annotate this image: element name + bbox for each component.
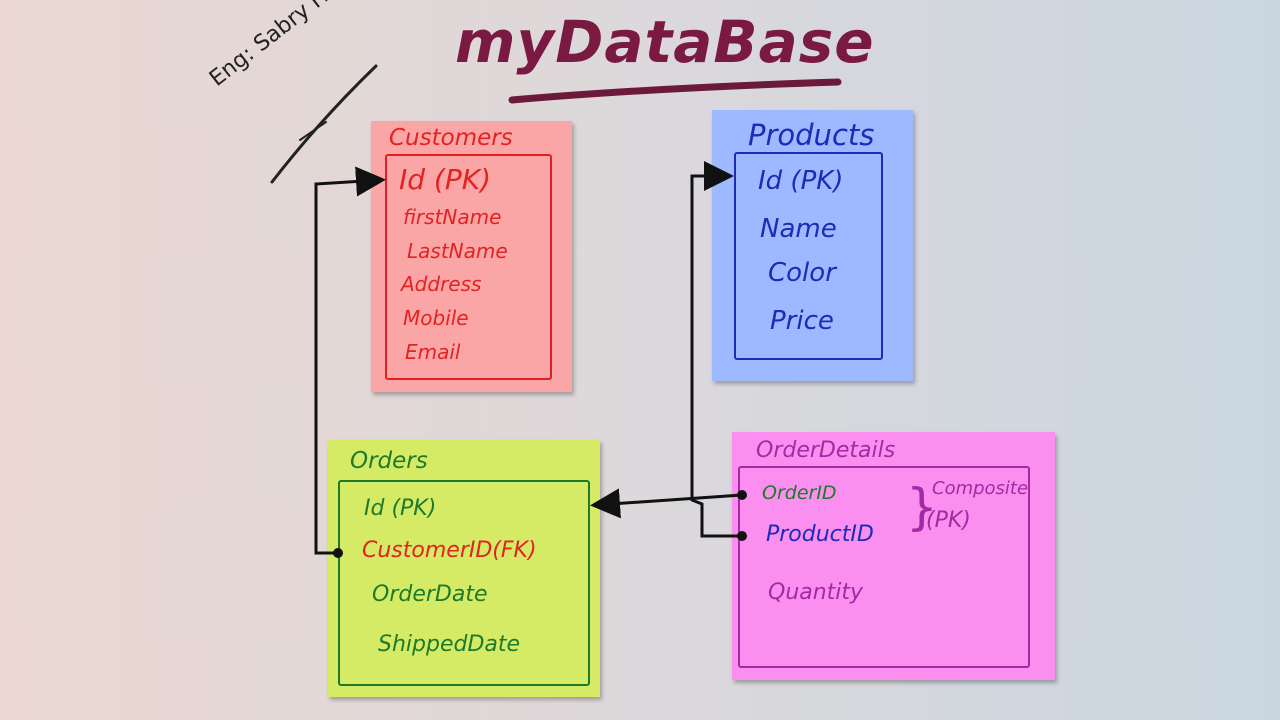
- customers-table: Customers Id (PK) firstName LastName Add…: [371, 121, 572, 392]
- customers-field-email: Email: [405, 340, 461, 364]
- customers-field-lastname: LastName: [407, 239, 508, 263]
- orders-field-customerid: CustomerID(FK): [362, 538, 537, 563]
- products-fields-box: [734, 152, 883, 360]
- composite-key-pk: (PK): [926, 508, 971, 533]
- connector-dot-orderdetails-orderid: [737, 490, 747, 500]
- customers-fields-box: [385, 154, 552, 380]
- customers-field-mobile: Mobile: [403, 306, 469, 330]
- composite-brace: }: [906, 478, 938, 536]
- orderdetails-field-orderid: OrderID: [762, 482, 837, 504]
- products-field-id: Id (PK): [758, 166, 844, 196]
- orders-field-shippeddate: ShippedDate: [378, 632, 521, 657]
- products-table: Products Id (PK) Name Color Price: [712, 110, 913, 381]
- connector-orders-customers: [314, 166, 386, 555]
- connector-orderdetails-orders: [590, 488, 743, 519]
- orders-fields-box: [338, 480, 590, 686]
- customers-field-firstname: firstName: [403, 205, 502, 229]
- orders-table: Orders Id (PK) CustomerID(FK) OrderDate …: [328, 440, 600, 697]
- orders-table-title: Orders: [350, 448, 428, 474]
- customers-field-id: Id (PK): [399, 163, 492, 196]
- orderdetails-fields-box: [738, 466, 1030, 668]
- diagram-title: myDataBase: [455, 8, 875, 76]
- products-table-title: Products: [748, 118, 875, 152]
- orders-field-orderdate: OrderDate: [372, 582, 488, 607]
- composite-key-label: Composite: [932, 478, 1029, 499]
- customers-table-title: Customers: [389, 125, 513, 151]
- orderdetails-table: OrderDetails OrderID ProductID Quantity …: [732, 432, 1055, 680]
- orderdetails-table-title: OrderDetails: [756, 438, 896, 463]
- customers-field-address: Address: [401, 272, 482, 296]
- orderdetails-field-quantity: Quantity: [768, 580, 864, 605]
- orderdetails-field-productid: ProductID: [766, 522, 874, 547]
- products-field-name: Name: [760, 214, 837, 244]
- connector-dot-orders-customerid: [333, 548, 343, 558]
- products-field-color: Color: [768, 258, 836, 288]
- connector-dot-orderdetails-productid: [737, 531, 747, 541]
- products-field-price: Price: [770, 306, 834, 336]
- orders-field-id: Id (PK): [364, 496, 437, 521]
- connector-orderdetails-products: [690, 161, 742, 538]
